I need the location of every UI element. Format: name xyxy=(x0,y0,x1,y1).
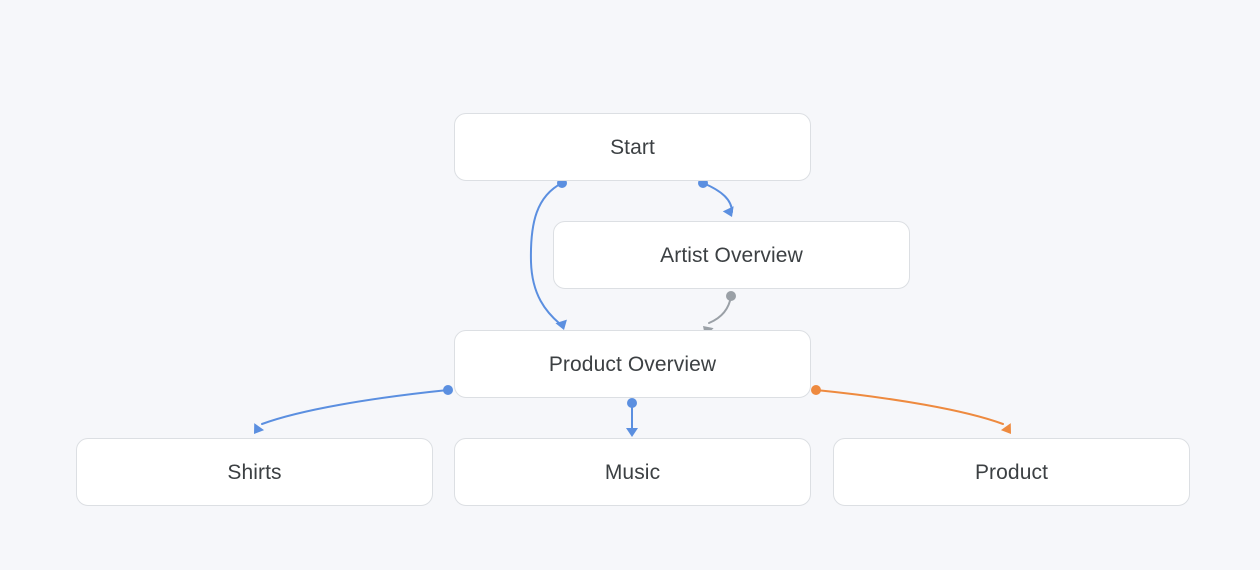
edge-product-overview-to-shirts xyxy=(254,385,453,434)
edge-source-dot xyxy=(726,291,736,301)
edge-arrowhead xyxy=(1000,423,1011,434)
edge-line xyxy=(815,389,1004,425)
edge-source-dot xyxy=(811,385,821,395)
node-artist-overview[interactable]: Artist Overview xyxy=(553,221,910,289)
node-label: Product xyxy=(974,460,1049,484)
node-label: Music xyxy=(604,460,661,484)
node-label: Start xyxy=(610,135,655,159)
edge-source-dot xyxy=(443,385,453,395)
edge-line xyxy=(702,182,733,213)
node-shirts[interactable]: Shirts xyxy=(76,438,433,506)
edge-source-dot xyxy=(627,398,637,408)
edge-line xyxy=(708,295,732,324)
node-music[interactable]: Music xyxy=(454,438,811,506)
edge-arrowhead xyxy=(254,423,265,434)
node-label: Artist Overview xyxy=(660,243,803,267)
node-product[interactable]: Product xyxy=(833,438,1190,506)
node-start[interactable]: Start xyxy=(454,113,811,181)
node-label: Product Overview xyxy=(548,352,717,376)
node-label: Shirts xyxy=(227,460,282,484)
edge-product-overview-to-product xyxy=(811,385,1011,434)
edge-product-overview-to-music xyxy=(626,398,638,437)
edge-arrowhead xyxy=(722,206,734,217)
edge-start-to-artist-overview xyxy=(698,178,734,217)
edge-line xyxy=(261,389,449,425)
edge-arrowhead xyxy=(626,428,638,437)
node-product-overview[interactable]: Product Overview xyxy=(454,330,811,398)
